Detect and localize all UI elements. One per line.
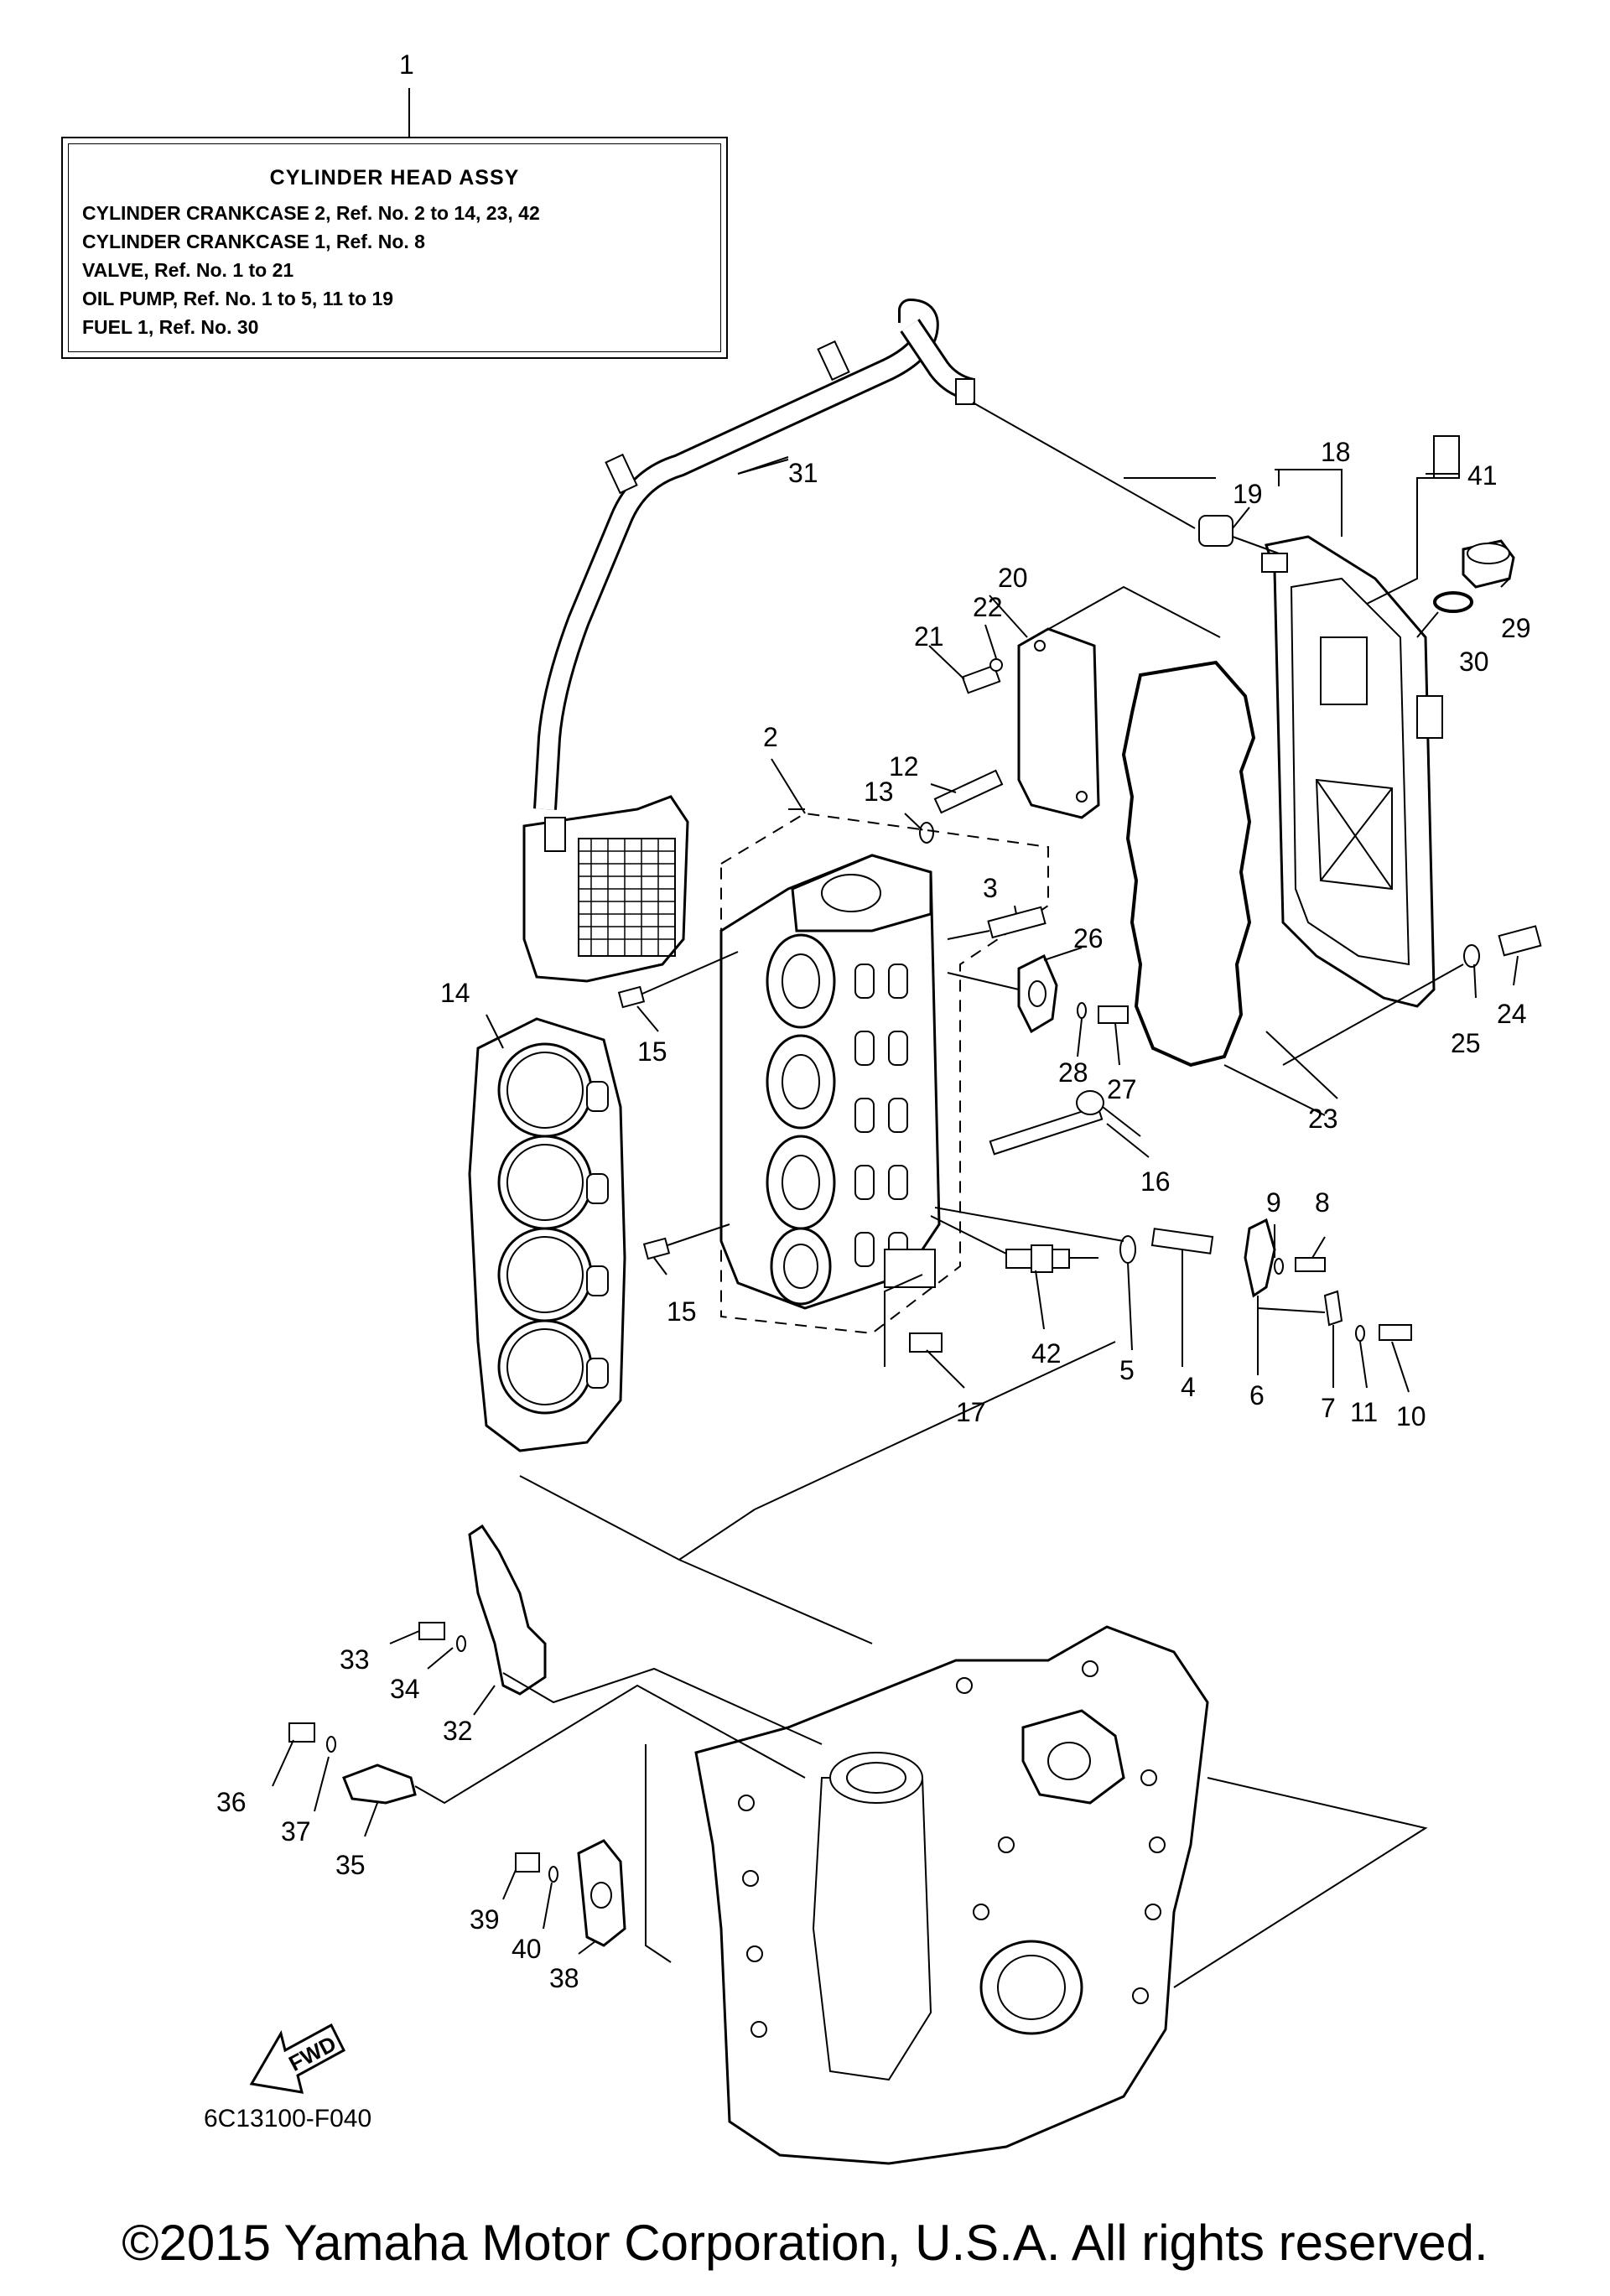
callout-14: 14 (440, 978, 470, 1008)
thermostat-plate-part (1017, 953, 1129, 1034)
callout-17: 17 (956, 1397, 986, 1427)
cover-bolt-part (1463, 925, 1542, 968)
fwd-arrow-icon: FWD (249, 2023, 345, 2094)
oil-filler-cap-part (1416, 539, 1515, 638)
callout-6: 6 (1249, 1380, 1265, 1410)
cylinder-head-part (719, 812, 1049, 1335)
callout-41: 41 (1467, 460, 1498, 491)
callout-32: 32 (443, 1716, 473, 1746)
plate-part (961, 627, 1100, 819)
callout-13: 13 (864, 777, 894, 807)
assembly-line: CYLINDER CRANKCASE 1, Ref. No. 8 (82, 231, 425, 252)
bolt-part (909, 1332, 943, 1353)
callout-35: 35 (335, 1850, 366, 1880)
label-part (1366, 435, 1460, 605)
assembly-line: VALVE, Ref. No. 1 to 21 (82, 259, 294, 281)
callout-33: 33 (340, 1644, 370, 1675)
diagram-code: 6C13100-F040 (204, 2105, 372, 2132)
assembly-line: FUEL 1, Ref. No. 30 (82, 316, 259, 338)
callout-28: 28 (1058, 1057, 1088, 1088)
callout-21: 21 (914, 621, 944, 652)
callout-11: 11 (1350, 1397, 1378, 1427)
callout-22: 22 (973, 592, 1003, 622)
grommet-part (1198, 515, 1280, 554)
callout-25: 25 (1451, 1028, 1481, 1058)
callout-34: 34 (390, 1674, 420, 1704)
copyright-notice: ©2015 Yamaha Motor Corporation, U.S.A. A… (122, 2215, 1488, 2271)
callout-30: 30 (1459, 647, 1489, 677)
cylinder-head-cover-part (1261, 535, 1443, 1008)
callout-20: 20 (998, 563, 1028, 593)
callout-24: 24 (1497, 999, 1527, 1029)
callout-12: 12 (889, 751, 919, 782)
callout-38: 38 (549, 1963, 579, 1993)
callout-4: 4 (1181, 1372, 1196, 1402)
callout-40: 40 (512, 1934, 542, 1964)
callout-18: 18 (1321, 437, 1351, 467)
tube-part (987, 906, 1046, 939)
assembly-reference-box: CYLINDER HEAD ASSY CYLINDER CRANKCASE 2,… (61, 137, 728, 359)
crankcase-part (694, 1625, 1209, 2165)
callout-10: 10 (1396, 1401, 1426, 1431)
callout-23: 23 (1308, 1104, 1338, 1134)
sensor-part (288, 1722, 417, 1805)
callout-15b: 15 (667, 1296, 697, 1327)
callout-36: 36 (216, 1787, 247, 1817)
breather-box-part (522, 795, 689, 983)
callout-26: 26 (1073, 923, 1104, 953)
spark-plug-part (1005, 1244, 1098, 1273)
long-bolt-part (989, 1090, 1104, 1156)
callout-42: 42 (1031, 1338, 1062, 1369)
oil-pump-parts (1119, 1218, 1412, 1342)
leader-lines (272, 456, 1519, 1955)
callout-19: 19 (1233, 479, 1263, 509)
callout-1: 1 (399, 49, 414, 80)
callout-27: 27 (1107, 1074, 1137, 1104)
dowel-pin-part (617, 985, 646, 1009)
callout-31: 31 (788, 458, 818, 488)
plate-part (515, 1839, 626, 1947)
callout-2: 2 (763, 722, 778, 752)
callout-8: 8 (1315, 1187, 1330, 1218)
cover-gasket-part (1121, 660, 1256, 1067)
breather-hose-part (533, 299, 976, 810)
callout-37: 37 (281, 1816, 311, 1847)
callout-5: 5 (1119, 1355, 1135, 1385)
assembly-line: OIL PUMP, Ref. No. 1 to 5, 11 to 19 (82, 288, 394, 309)
callout-numbers: 1 2 3 4 5 6 7 8 9 10 11 12 13 14 15 15 1… (216, 49, 1531, 1993)
head-gasket-part (468, 1017, 626, 1452)
callout-15a: 15 (637, 1036, 667, 1067)
dowel-pin-part (642, 1237, 671, 1260)
callout-7: 7 (1321, 1393, 1336, 1423)
bracket-part (418, 1524, 547, 1696)
assembly-title: CYLINDER HEAD ASSY (269, 166, 520, 190)
callout-29: 29 (1501, 613, 1531, 643)
callout-16: 16 (1140, 1166, 1171, 1197)
callout-9: 9 (1266, 1187, 1281, 1218)
callout-39: 39 (470, 1904, 500, 1935)
head-bolt-part (919, 769, 1004, 844)
assembly-line: CYLINDER CRANKCASE 2, Ref. No. 2 to 14, … (82, 202, 540, 224)
callout-3: 3 (983, 873, 998, 903)
